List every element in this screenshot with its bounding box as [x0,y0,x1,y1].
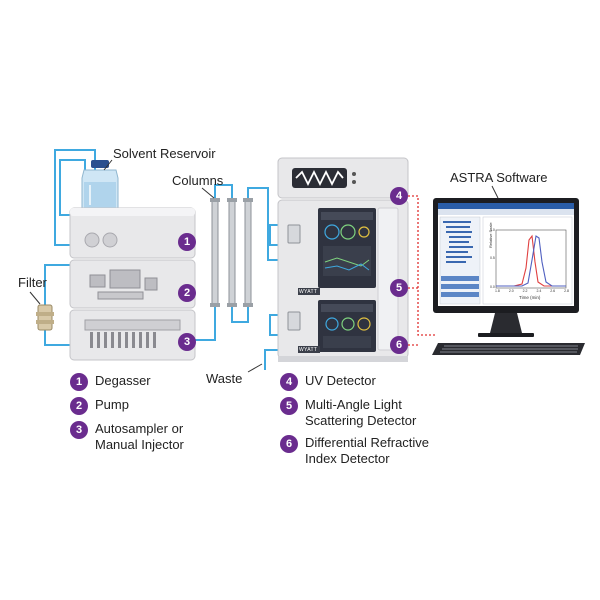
leader-astra [491,185,499,199]
screen-xlabel: Time (min) [519,295,541,300]
screen-xtick: 2.8 [564,289,569,293]
legend-badge: 3 [70,421,88,439]
legend-text: Autosampler or Manual Injector [95,421,184,452]
screen-xtick: 2.4 [536,289,542,293]
legend-text: Pump [95,397,129,412]
legend-text: Degasser [95,373,151,388]
tube-col1-col2 [214,184,233,200]
cable-uv [408,195,435,336]
badge-rid-detector: 6 [390,336,408,354]
legend-badge: 6 [280,435,298,453]
legend-badge: 5 [280,397,298,415]
legend-badge: 1 [70,373,88,391]
leader-filter [29,291,41,305]
tube-col3-detector [247,187,288,261]
tube-filter-autosampler [44,330,70,346]
badge-mals-detector: 5 [390,279,408,297]
screen-ytick-2: 1.0 [490,228,495,232]
tube-pump-filter [44,264,70,305]
brand-logo-bottom: WYATT [299,347,318,353]
legend-item-rid-detector: 6 Differential Refractive Index Detector [280,435,429,467]
signal-cables [408,195,435,346]
legend-text: UV Detector [305,373,376,388]
legend-item-mals-detector: 5 Multi-Angle Light Scattering Detector [280,397,429,429]
detector-tower [277,157,409,362]
legend-item-degasser: 1 Degasser [70,373,184,391]
leader-columns [201,187,215,199]
left-instrument-stack [69,207,196,361]
screen-ylabel: Relative Scale [488,222,493,248]
screen-xtick: 1.8 [495,289,500,293]
astra-computer [432,198,585,355]
tube-reservoir-degasser [54,149,96,246]
leader-lines [29,159,499,373]
legend-item-autosampler: 3 Autosampler or Manual Injector [70,421,184,453]
screen-ytick-1: 0.5 [490,256,495,260]
tube-autosampler-column [195,305,216,341]
tube-col2-col3 [231,305,249,323]
brand-logo-top: WYATT [299,289,318,295]
screen-xtick: 2.6 [550,289,556,293]
screen-xtick: 2.0 [508,289,514,293]
label-solvent-reservoir: Solvent Reservoir [113,146,216,161]
badge-uv-detector: 4 [390,187,408,205]
screen-ytick-0: 0.0 [490,285,495,289]
solvent-bottle [81,160,119,211]
legend-right: 4 UV Detector 5 Multi-Angle Light Scatte… [280,373,429,473]
label-astra-software: ASTRA Software [450,170,548,185]
badge-degasser: 1 [178,233,196,251]
legend-item-pump: 2 Pump [70,397,184,415]
badge-autosampler: 3 [178,333,196,351]
columns [210,198,253,307]
screen-xtick: 2.2 [522,289,528,293]
screen-xticks: 1.8 2.0 2.2 2.4 2.6 2.8 [495,289,569,293]
inline-filter [36,304,54,331]
legend-badge: 2 [70,397,88,415]
legend-badge: 4 [280,373,298,391]
badge-pump: 2 [178,284,196,302]
label-filter: Filter [18,275,47,290]
legend-text: Differential Refractive Index Detector [305,435,430,466]
legend-left: 1 Degasser 2 Pump 3 Autosampler or Manua… [70,373,184,459]
tube-reservoir-left [59,159,86,216]
legend-item-uv-detector: 4 UV Detector [280,373,429,391]
label-columns: Columns [172,173,224,188]
leader-waste [247,363,263,373]
label-waste: Waste [206,371,243,386]
legend-text: Multi-Angle Light Scattering Detector [305,397,417,428]
leader-reservoir [103,159,113,171]
